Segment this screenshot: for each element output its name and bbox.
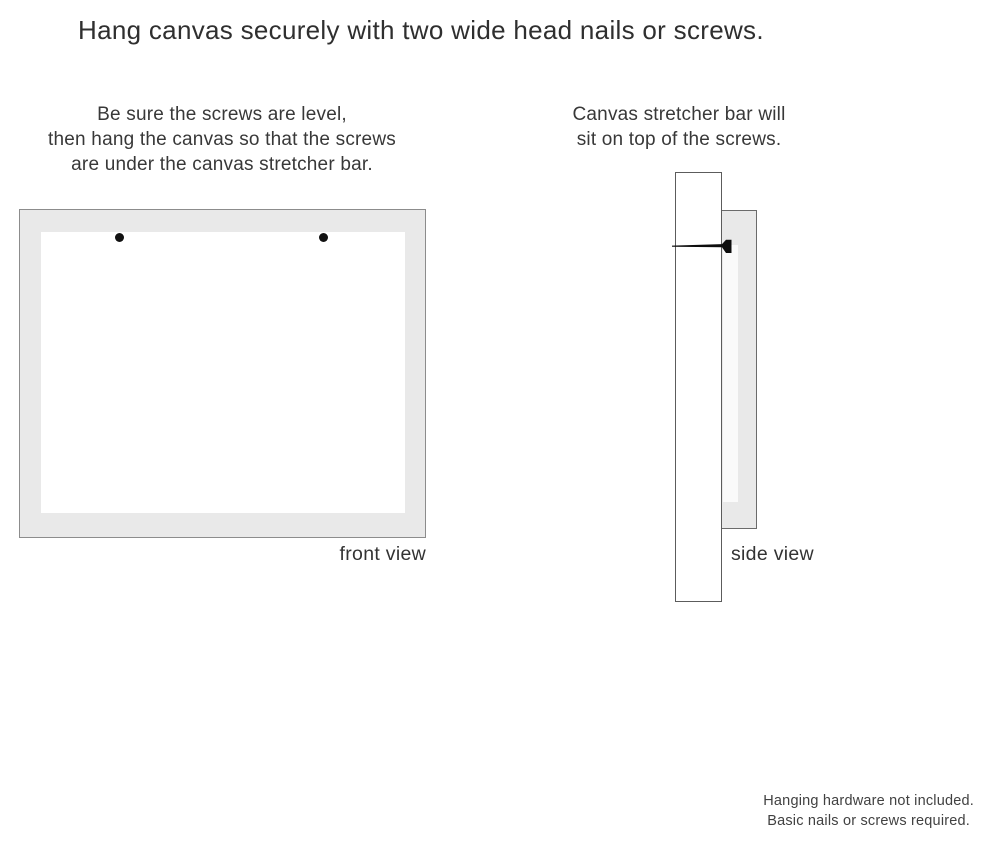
page-title: Hang canvas securely with two wide head … bbox=[78, 15, 764, 45]
side-view-caption: side view bbox=[731, 543, 814, 565]
front-instruction-line: Be sure the screws are level, bbox=[97, 104, 347, 125]
front-instruction-line: then hang the canvas so that the screws bbox=[48, 129, 396, 150]
screw-head-dot-right bbox=[319, 233, 328, 242]
front-view-instructions: Be sure the screws are level, then hang … bbox=[20, 102, 424, 177]
hardware-footnote: Hanging hardware not included. Basic nai… bbox=[763, 792, 974, 831]
footnote-line: Hanging hardware not included. bbox=[763, 793, 974, 809]
front-view-caption: front view bbox=[339, 543, 426, 565]
nail-icon bbox=[672, 239, 732, 253]
front-view-canvas-face bbox=[41, 232, 405, 513]
screw-head-dot-left bbox=[115, 233, 124, 242]
front-instruction-line: are under the canvas stretcher bar. bbox=[71, 154, 373, 175]
footnote-line: Basic nails or screws required. bbox=[767, 812, 971, 829]
side-view-canvas-recess bbox=[723, 245, 738, 502]
side-view-instructions: Canvas stretcher bar will sit on top of … bbox=[560, 102, 798, 152]
side-instruction-line: sit on top of the screws. bbox=[576, 129, 782, 150]
side-view-stretcher-bar bbox=[675, 172, 722, 602]
side-instruction-line: Canvas stretcher bar will bbox=[572, 104, 786, 125]
front-view-canvas-frame bbox=[19, 209, 426, 538]
